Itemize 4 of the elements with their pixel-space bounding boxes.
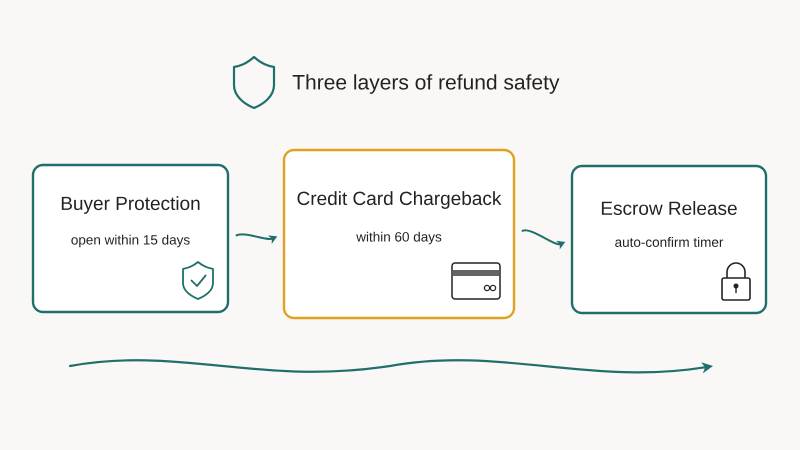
process-box: Credit Card Chargeback within 60 days [282, 148, 516, 320]
process-box: Escrow Release auto-confirm timer [570, 164, 768, 314]
process-box: Buyer Protection open within 15 days [32, 164, 230, 314]
title: Three layers of refund safety [292, 74, 560, 94]
